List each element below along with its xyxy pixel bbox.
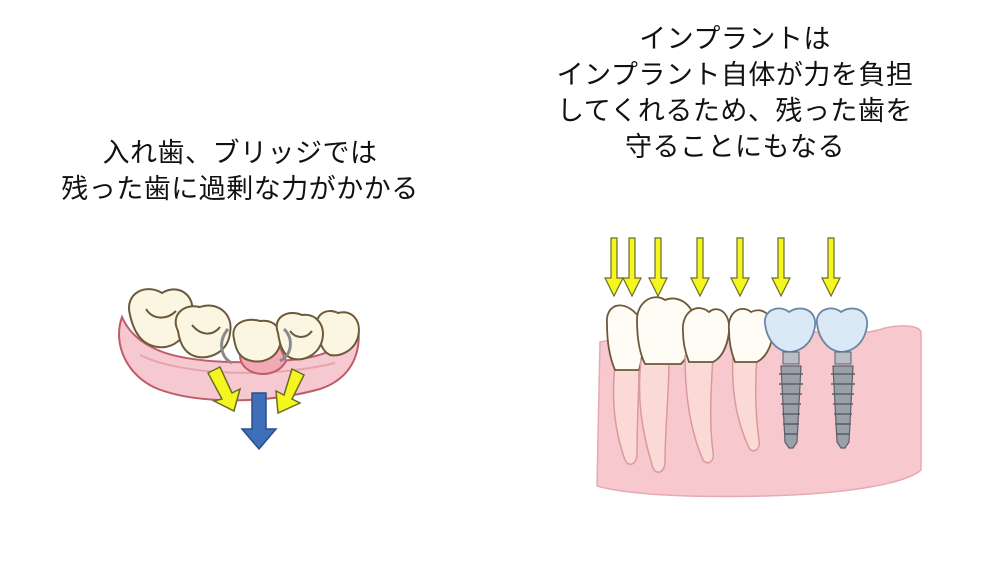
tooth-4 [728,308,775,452]
force-arrow-1 [604,237,624,298]
clasp-hooks [220,327,292,365]
left-caption: 入れ歯、ブリッジでは 残った歯に過剰な力がかかる [10,136,470,208]
implant-illustration [596,237,922,498]
right-caption-line-1: インプラントは [639,24,831,55]
back-teeth [127,288,360,359]
force-arrow-5 [730,237,750,298]
implant-1 [764,307,816,449]
yellow-force-arrows [604,237,841,298]
force-arrow-2 [622,237,642,298]
right-caption-line-2: インプラント自体が力を負担 [556,60,914,91]
right-caption: インプラントは インプラント自体が力を負担 してくれるため、残った歯を 守ること… [515,22,955,166]
left-caption-line-1: 入れ歯、ブリッジでは [102,138,378,169]
bridge-teeth [232,312,324,363]
denture-bridge-illustration [118,288,360,451]
right-caption-line-3: してくれるため、残った歯を [557,96,913,127]
yellow-force-arrows [206,365,306,415]
force-arrow-6 [771,237,791,298]
tooth-1 [606,304,645,465]
blue-down-arrow [240,392,278,451]
implant-2 [816,307,868,449]
left-caption-line-2: 残った歯に過剰な力がかかる [61,174,419,205]
right-caption-line-4: 守ることにもなる [625,132,845,163]
natural-teeth [606,296,775,473]
force-arrow-3 [648,237,668,298]
force-arrow-4 [690,237,710,298]
force-arrow-7 [821,237,841,298]
